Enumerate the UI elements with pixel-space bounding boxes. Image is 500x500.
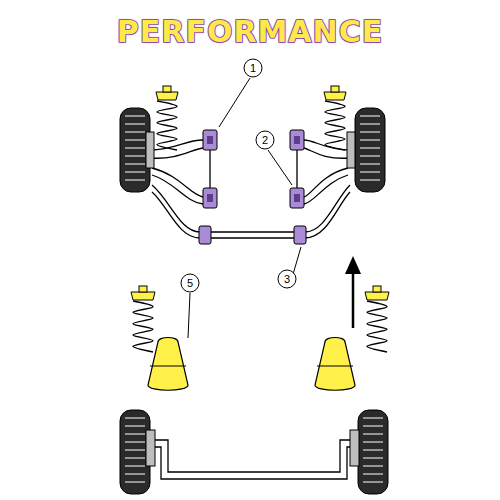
- tyre-tread: [363, 473, 383, 474]
- tyre-tread: [125, 171, 145, 172]
- tyre-tread: [125, 473, 145, 474]
- leader-line: [188, 293, 190, 338]
- bush: [290, 130, 304, 150]
- subframe-link: [210, 150, 297, 188]
- top-mount: [156, 92, 178, 100]
- front-right-wheel: [347, 108, 385, 192]
- rear-right-wheel: [350, 410, 388, 494]
- bump-stop: [315, 338, 355, 391]
- anti-roll-bar: [152, 192, 350, 238]
- tyre-tread: [125, 481, 145, 482]
- tyre-tread: [360, 163, 380, 164]
- title: PERFORMANCE: [0, 14, 500, 49]
- tyre-tread: [360, 155, 380, 156]
- callout-number: 5: [187, 277, 193, 289]
- tyre-tread: [360, 115, 380, 116]
- tyre-tread: [125, 131, 145, 132]
- tyre-tread: [360, 131, 380, 132]
- tyre-tread: [363, 481, 383, 482]
- callout-number: 3: [284, 273, 290, 285]
- front-left-wheel: [120, 108, 154, 192]
- tyre-tread: [363, 449, 383, 450]
- tyre-tread: [360, 123, 380, 124]
- rear-left-wheel: [120, 410, 155, 494]
- bump-stop: [148, 338, 188, 391]
- tyre-tread: [125, 147, 145, 148]
- bush: [203, 130, 217, 150]
- leader-line: [268, 150, 292, 185]
- tyre-tread: [360, 147, 380, 148]
- spring-mount: [131, 292, 155, 300]
- tyre-tread: [363, 417, 383, 418]
- top-mount: [324, 92, 346, 100]
- tyre-tread: [360, 139, 380, 140]
- tyre-tread: [363, 465, 383, 466]
- tyre-tread: [125, 123, 145, 124]
- callout-circle: 2: [255, 130, 275, 150]
- tyre-tread: [125, 139, 145, 140]
- tyre-tread: [125, 425, 145, 426]
- tyre-tread: [125, 465, 145, 466]
- callout-number: 1: [250, 62, 256, 74]
- bush: [199, 226, 211, 244]
- tyre-tread: [125, 179, 145, 180]
- tyre-tread: [363, 441, 383, 442]
- anti-roll-bar: [152, 185, 350, 232]
- rear-beam: [155, 440, 355, 472]
- rear-beam: [155, 447, 355, 479]
- spring-mount: [139, 286, 147, 292]
- top-mount: [163, 86, 171, 92]
- lower-arm: [304, 168, 348, 197]
- bush: [203, 188, 217, 208]
- direction-arrow: [345, 256, 361, 274]
- tyre-tread: [363, 457, 383, 458]
- tyre-tread: [125, 449, 145, 450]
- callout-circle: 3: [277, 269, 297, 289]
- leader-line: [219, 78, 250, 127]
- spring-mount: [365, 292, 389, 300]
- lower-arm: [304, 175, 348, 204]
- tyre-tread: [125, 115, 145, 116]
- tyre-tread: [125, 433, 145, 434]
- top-mount: [331, 86, 339, 92]
- tyre-tread: [363, 433, 383, 434]
- coil-spring: [325, 101, 345, 150]
- tyre-tread: [360, 179, 380, 180]
- callout-circle: 1: [243, 58, 263, 78]
- coil-spring: [133, 301, 153, 352]
- callout-number: 2: [262, 134, 268, 146]
- tyre-tread: [363, 425, 383, 426]
- tyre-tread: [125, 417, 145, 418]
- coil-spring: [157, 101, 177, 150]
- spring-mount: [373, 286, 381, 292]
- coil-spring: [367, 301, 387, 352]
- callout-circle: 5: [180, 273, 200, 293]
- bush: [290, 188, 304, 208]
- tyre-tread: [125, 155, 145, 156]
- bush: [294, 226, 306, 244]
- tyre-tread: [125, 457, 145, 458]
- tyre-tread: [125, 441, 145, 442]
- direction-arrow: [352, 272, 355, 328]
- tyre-tread: [125, 163, 145, 164]
- front-arm: [304, 140, 350, 150]
- tyre-tread: [360, 171, 380, 172]
